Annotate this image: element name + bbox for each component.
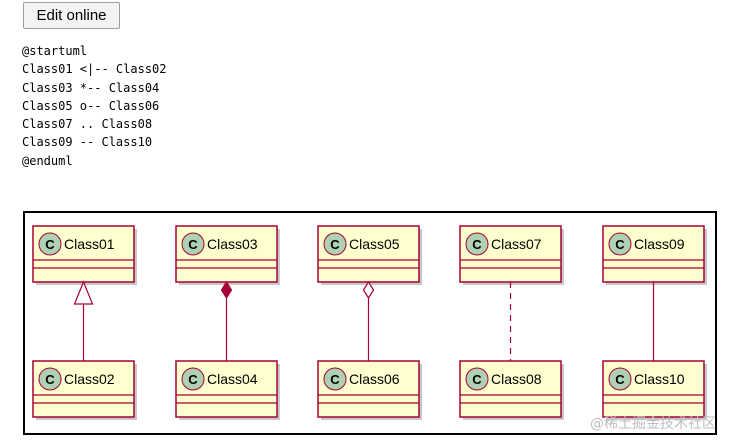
class-c-icon-letter: C [615, 372, 625, 387]
class-name: Class01 [64, 236, 115, 252]
extension-arrowhead [73, 280, 94, 305]
class-c-icon-letter: C [45, 372, 55, 387]
class-name: Class08 [491, 371, 542, 387]
class-c-icon-letter: C [615, 237, 625, 252]
class-name: Class10 [634, 371, 685, 387]
class-c-icon [323, 367, 347, 391]
source-line: Class01 <|-- Class02 [22, 62, 167, 77]
class-name: Class04 [207, 371, 258, 387]
class-name: Class02 [64, 371, 115, 387]
class-name: Class09 [634, 236, 685, 252]
class-c-icon [465, 232, 489, 256]
class-c-icon-letter: C [188, 372, 198, 387]
class-c-icon-letter: C [188, 237, 198, 252]
class-c-icon-letter: C [45, 237, 55, 252]
class-c-icon-letter: C [330, 372, 340, 387]
source-line: Class09 -- Class10 [22, 135, 153, 150]
class-c-icon-letter: C [472, 237, 482, 252]
class-c-icon [38, 367, 62, 391]
class-c-icon [323, 232, 347, 256]
source-line: @startuml [22, 44, 88, 58]
source-line: Class03 *-- Class04 [22, 80, 160, 95]
edit-online-button[interactable]: Edit online [23, 2, 120, 29]
source-line: @enduml [22, 153, 73, 168]
class-c-icon [608, 367, 632, 391]
class-c-icon [608, 232, 632, 256]
watermark: @稀土掘金技术社区 [590, 416, 716, 432]
plantuml-source: @startuml Class01 <|-- Class02 Class03 *… [22, 42, 167, 170]
class-name: Class07 [491, 236, 542, 252]
class-c-icon [181, 367, 205, 391]
class-c-icon-letter: C [330, 237, 340, 252]
class-name: Class05 [349, 236, 400, 252]
class-name: Class06 [349, 371, 400, 387]
class-c-icon-letter: C [472, 372, 482, 387]
class-c-icon [38, 232, 62, 256]
source-line: Class07 .. Class08 [22, 117, 153, 132]
class-c-icon [465, 367, 489, 391]
source-line: Class05 o-- Class06 [22, 98, 160, 113]
class-c-icon [181, 232, 205, 256]
class-name: Class03 [207, 236, 258, 252]
